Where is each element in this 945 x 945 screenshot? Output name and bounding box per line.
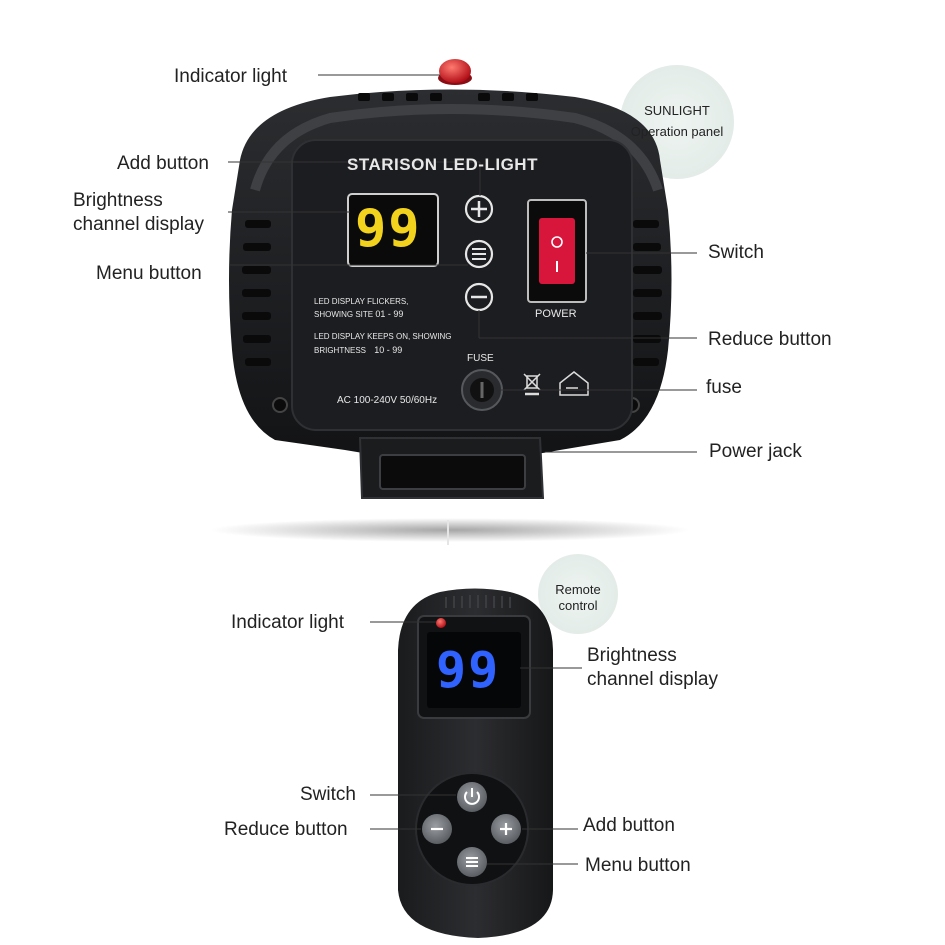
label-remote-switch: Switch [300,784,356,805]
add-button-art [464,194,494,224]
note-line-4-prefix: BRIGHTNESS [314,346,367,355]
label-menu-button: Menu button [96,263,202,284]
label-brightness-display: Brightness channel display [73,190,204,235]
label-remote-indicator-light: Indicator light [231,612,345,633]
label-remote-add-button: Add button [583,815,675,836]
label-fuse: fuse [706,377,742,398]
fuse-label: FUSE [467,353,494,364]
power-label: POWER [535,308,577,320]
brand-title: STARISON LED-LIGHT [347,155,538,174]
brightness-display-frame [347,193,439,267]
brightness-channel-display: 99 [355,199,422,259]
label-switch: Switch [708,242,764,263]
remote-bubble [538,554,618,634]
remote-indicator-light [436,618,446,628]
bubble-subtitle: Operation panel [630,123,724,139]
note-line-4-value: 10 - 99 [374,345,403,355]
label-reduce-button: Reduce button [708,329,832,350]
power-jack-art [379,454,526,490]
sunlight-bubble-text: SUNLIGHT Operation panel [620,101,734,143]
indicator-light [439,59,471,83]
note-line-1: LED DISPLAY FLICKERS, [314,297,409,306]
label-remote-reduce-button: Reduce button [224,819,348,840]
note-line-2-value: 01 - 99 [375,309,404,319]
remote-bubble-text: Remote control [555,582,601,613]
remote-brightness-display: 99 [436,641,501,699]
voltage-label: AC 100-240V 50/60Hz [337,395,438,406]
label-indicator-light: Indicator light [174,66,288,87]
label-remote-menu-button: Menu button [585,855,691,876]
note-line-2-prefix: SHOWING SITE [314,310,374,319]
power-switch-art [539,218,575,284]
note-line-3: LED DISPLAY KEEPS ON, SHOWING [314,332,452,341]
label-remote-brightness-display: Brightness channel display [587,645,718,690]
bubble-title: SUNLIGHT [644,103,710,118]
label-add-button: Add button [117,153,209,174]
label-power-jack: Power jack [709,441,802,462]
